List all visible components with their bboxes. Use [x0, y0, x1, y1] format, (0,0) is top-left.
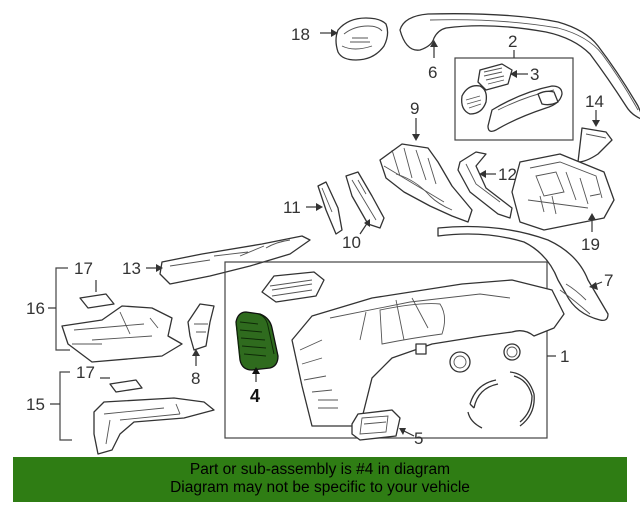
callout-11: 11 [283, 198, 301, 217]
callout-16: 16 [26, 299, 45, 318]
callout-9: 9 [410, 99, 419, 118]
part-12-trim-strip [457, 151, 513, 219]
banner-line-2: Diagram may not be specific to your vehi… [170, 479, 470, 496]
bracket-16 [55, 267, 70, 351]
bracket-15 [59, 371, 72, 441]
part-13-lower-trim [159, 235, 311, 285]
callout-18: 18 [291, 25, 310, 44]
arrow-4 [252, 367, 260, 374]
part-15-glovebox-lower [93, 397, 215, 455]
parts-diagram: 18 6 2 3 14 9 12 [26, 13, 640, 455]
callout-6: 6 [428, 63, 437, 82]
callout-15: 15 [26, 395, 45, 414]
part-9-console-panel [379, 143, 473, 223]
part-18-bezel [335, 17, 389, 61]
part-1-instrument-panel [261, 271, 565, 427]
arrow-11 [316, 203, 323, 211]
part-16-glovebox-upper [61, 305, 183, 363]
callout-2: 2 [508, 32, 517, 51]
arrow-5 [399, 428, 406, 435]
arrow-9 [412, 134, 420, 141]
part-1-trim-rings [467, 371, 535, 429]
part-10-switch-panel [345, 171, 385, 229]
part-4-air-vent-highlighted [235, 311, 279, 371]
part-8-bracket [187, 303, 215, 351]
arrow-13 [156, 264, 163, 272]
arrow-10 [364, 219, 370, 227]
callout-7: 7 [604, 271, 613, 290]
part-14-trim-piece [577, 127, 613, 163]
info-banner: Part or sub-assembly is #4 in diagram Di… [13, 457, 627, 502]
part-17-pad-lower [109, 379, 143, 393]
callout-5: 5 [414, 429, 423, 448]
arrow-19 [588, 213, 596, 220]
part-5-control-module [351, 409, 401, 441]
banner-line-1: Part or sub-assembly is #4 in diagram [189, 461, 451, 478]
callout-12: 12 [498, 165, 517, 184]
part-3-vent-pair [461, 63, 563, 132]
callout-19: 19 [581, 235, 600, 254]
arrow-14 [592, 120, 600, 127]
arrow-8 [192, 349, 200, 356]
callout-14: 14 [585, 92, 604, 111]
callout-17-upper: 17 [74, 259, 93, 278]
part-6-top-trim [399, 13, 640, 120]
callout-1: 1 [560, 347, 569, 366]
callout-4: 4 [250, 386, 260, 406]
part-11-side-trim [317, 181, 343, 235]
part-17-pad-upper [79, 293, 115, 309]
callout-13: 13 [122, 259, 141, 278]
arrow-3 [510, 70, 517, 78]
callout-3: 3 [530, 65, 539, 84]
callout-17-lower: 17 [76, 363, 95, 382]
arrow-6 [430, 40, 438, 47]
callout-8: 8 [191, 369, 200, 388]
group-box-1 [224, 261, 548, 439]
arrow-12 [479, 170, 486, 178]
callout-10: 10 [342, 233, 361, 252]
arrow-7 [589, 282, 598, 290]
part-7-dash-trim [437, 225, 609, 322]
arrow-18 [331, 29, 338, 37]
part-19-console [511, 153, 615, 231]
